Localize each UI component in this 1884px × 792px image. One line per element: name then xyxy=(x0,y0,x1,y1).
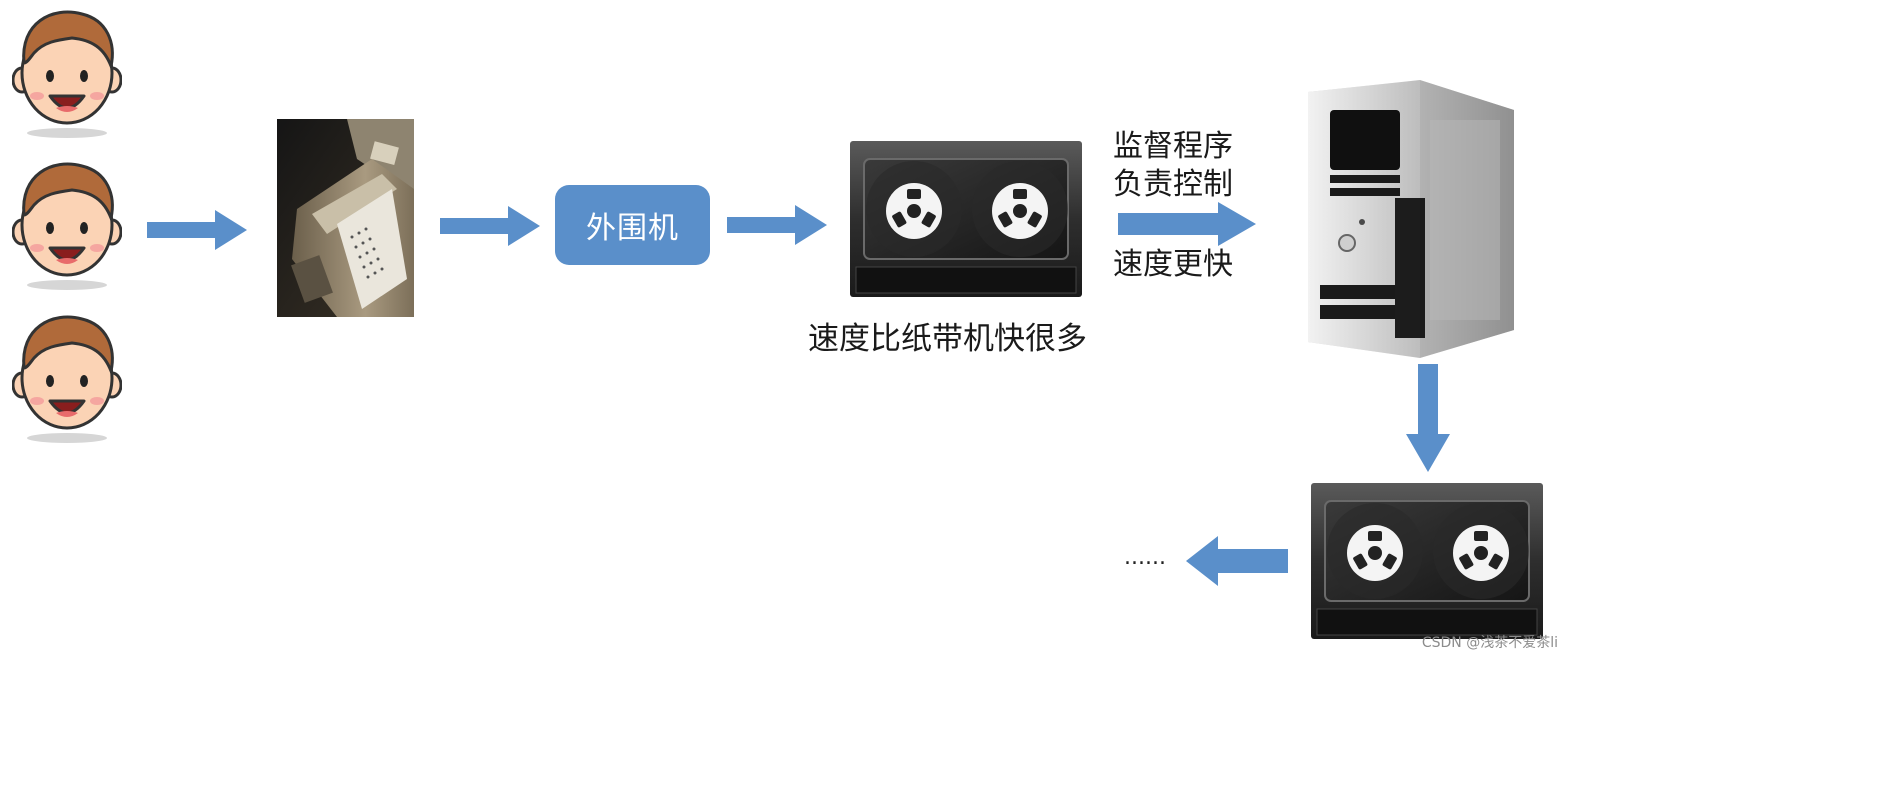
punch-card-machine-icon xyxy=(277,119,414,317)
arrow-to-peripheral xyxy=(440,206,540,246)
arrow-to-computer xyxy=(1118,202,1256,246)
watermark: CSDN @浅茶不爱茶li xyxy=(1421,635,1558,651)
arrow-to-continuation xyxy=(1186,536,1288,586)
person-face-icon xyxy=(12,8,122,143)
tape-drive-icon xyxy=(1311,483,1543,639)
arrow-to-punch-machine xyxy=(147,210,247,250)
person-face-icon xyxy=(12,160,122,295)
peripheral-machine-box: 外围机 xyxy=(555,185,710,265)
continuation-ellipsis: ...... xyxy=(1124,545,1166,570)
person-face-icon xyxy=(12,313,122,448)
monitor-note-line3: 速度更快 xyxy=(1113,247,1233,282)
tape-drive-icon xyxy=(850,141,1082,297)
peripheral-label: 外围机 xyxy=(586,211,679,246)
monitor-note-line2: 负责控制 xyxy=(1113,167,1233,202)
arrow-to-tape-drive-2 xyxy=(1406,364,1450,472)
arrow-to-tape-drive xyxy=(727,205,827,245)
computer-tower-icon xyxy=(1308,80,1514,358)
tape-speed-caption: 速度比纸带机快很多 xyxy=(808,321,1087,357)
monitor-note-line1: 监督程序 xyxy=(1113,129,1233,164)
